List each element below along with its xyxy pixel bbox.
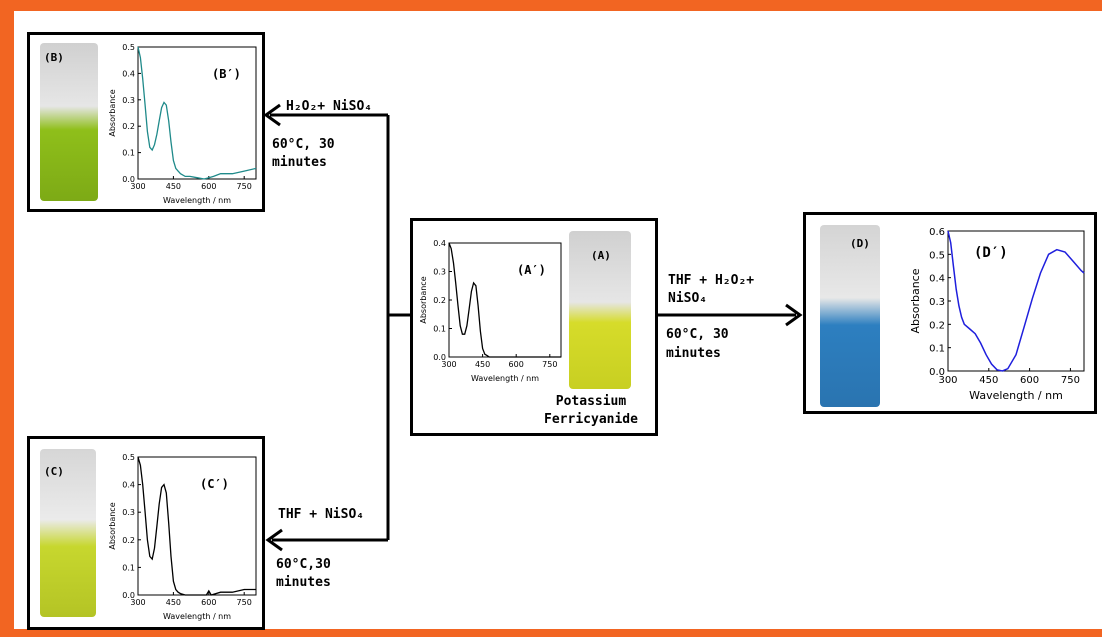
spectrum-c-ytick-label: 0.3	[122, 508, 135, 517]
condition-b-line1: 60°C, 30	[272, 136, 335, 153]
spectrum-a-series-line	[449, 243, 561, 357]
spectrum-a-xtick-label: 600	[509, 360, 524, 369]
spectrum-a-xtick-label: 750	[542, 360, 557, 369]
spectrum-d-ytick-label: 0.4	[929, 274, 945, 285]
spectrum-a-xlabel: Wavelength / nm	[471, 374, 539, 383]
spectrum-c-xtick-label: 450	[166, 598, 181, 607]
spectrum-a-xtick-label: 450	[475, 360, 490, 369]
spectrum-d-ytick-label: 0.2	[929, 320, 945, 331]
condition-d-line2: minutes	[666, 345, 721, 362]
tube-c-label: (C)	[44, 465, 64, 478]
tube-d-label: (D)	[850, 237, 870, 250]
spectrum-d-xtick-label: 450	[979, 375, 998, 386]
spectrum-c-ytick-label: 0.4	[122, 481, 135, 490]
spectrum-c-xtick-label: 600	[201, 598, 216, 607]
spectrum-b-ytick-label: 0.2	[122, 122, 135, 131]
spectrum-d-ylabel: Absorbance	[909, 268, 922, 333]
tube-b-label: (B)	[44, 51, 64, 64]
spectrum-c-ylabel: Absorbance	[108, 502, 117, 549]
compound-name-line1: Potassium	[556, 394, 626, 409]
spectrum-d-ytick-label: 0.6	[929, 227, 945, 238]
spectrum-a-ylabel: Absorbance	[419, 276, 428, 323]
spectrum-a-ytick-label: 0.4	[433, 239, 446, 248]
spectrum-b-ytick-label: 0.3	[122, 96, 135, 105]
spectrum-d-xtick-label: 750	[1061, 375, 1080, 386]
spectrum-a-axes-box	[449, 243, 561, 357]
spectrum-b-xtick-label: 600	[201, 182, 216, 191]
reagent-b: H₂O₂+ NiSO₄	[286, 98, 372, 115]
spectrum-b-xlabel: Wavelength / nm	[163, 196, 231, 205]
spectrum-d-series-line	[948, 231, 1084, 371]
condition-d-line1: 60°C, 30	[666, 326, 729, 343]
spectrum-c-xlabel: Wavelength / nm	[163, 612, 231, 621]
spectrum-c-xtick-label: 750	[237, 598, 252, 607]
spectrum-a-ytick-label: 0.1	[433, 325, 446, 334]
compound-name: Potassium Ferricyanide	[523, 393, 659, 429]
spectrum-a-label: (A′)	[517, 263, 546, 277]
tube-a-label: (A)	[591, 249, 611, 262]
spectrum-b-ytick-label: 0.1	[122, 149, 135, 158]
spectrum-a-ytick-label: 0.3	[433, 268, 446, 277]
spectrum-a-ytick-label: 0.0	[433, 353, 446, 362]
spectrum-c-ytick-label: 0.2	[122, 536, 135, 545]
spectrum-b-label: (B′)	[212, 67, 241, 81]
spectrum-c-axes-box	[138, 457, 256, 595]
spectrum-b-ylabel: Absorbance	[108, 89, 117, 136]
tube-b-image	[40, 43, 98, 201]
spectrum-d-label: (D′)	[974, 245, 1008, 261]
spectrum-d-xtick-label: 600	[1020, 375, 1039, 386]
compound-name-line2: Ferricyanide	[544, 412, 638, 427]
spectrum-d-ytick-label: 0.5	[929, 250, 945, 261]
spectrum-b-xtick-label: 450	[166, 182, 181, 191]
tube-d-image	[820, 225, 880, 407]
spectrum-a-ytick-label: 0.2	[433, 296, 446, 305]
condition-c-line2: minutes	[276, 574, 331, 591]
spectrum-b-xtick-label: 750	[237, 182, 252, 191]
spectrum-c-ytick-label: 0.1	[122, 563, 135, 572]
spectrum-d-ytick-label: 0.1	[929, 344, 945, 355]
spectrum-b-ytick-label: 0.4	[122, 69, 135, 78]
spectrum-b-ytick-label: 0.5	[122, 43, 135, 52]
spectrum-c-ytick-label: 0.5	[122, 453, 135, 462]
spectrum-d-ytick-label: 0.0	[929, 367, 945, 378]
reagent-d-line2: NiSO₄	[668, 290, 707, 307]
reagent-d-line1: THF + H₂O₂+	[668, 272, 754, 289]
spectrum-c-series-line	[138, 457, 256, 595]
reagent-c: THF + NiSO₄	[278, 506, 364, 523]
spectrum-b-ytick-label: 0.0	[122, 175, 135, 184]
condition-b-line2: minutes	[272, 154, 327, 171]
condition-c-line1: 60°C,30	[276, 556, 331, 573]
spectrum-c-label: (C′)	[200, 477, 229, 491]
spectrum-c-ytick-label: 0.0	[122, 591, 135, 600]
spectrum-d-ytick-label: 0.3	[929, 297, 945, 308]
spectrum-d-xlabel: Wavelength / nm	[969, 389, 1063, 402]
